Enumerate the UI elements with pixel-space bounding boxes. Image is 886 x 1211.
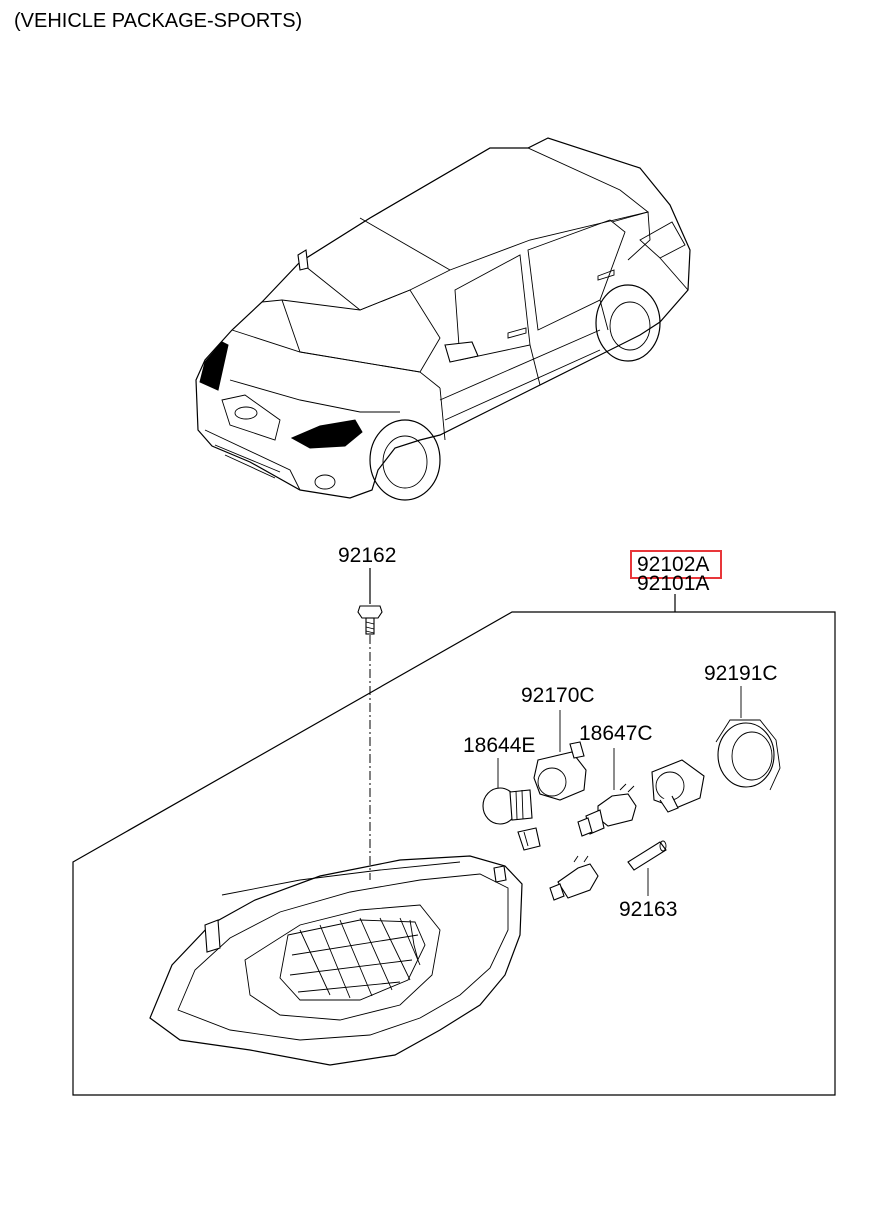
clip-icon xyxy=(517,827,541,851)
label-92102A[interactable]: 92102A xyxy=(637,553,709,576)
sedan-car-icon xyxy=(195,137,691,501)
cap-icon xyxy=(651,759,705,813)
label-92163[interactable]: 92163 xyxy=(619,898,677,921)
highlight-box xyxy=(630,550,722,579)
screw-icon xyxy=(357,605,383,635)
headlamp-assembly-icon xyxy=(149,855,523,1066)
assembly-frame xyxy=(72,594,836,1096)
ring-icon xyxy=(715,719,781,791)
bulb-icon xyxy=(482,787,533,825)
label-92101A[interactable]: 92101A xyxy=(637,572,709,595)
rod-icon xyxy=(627,841,667,871)
label-18644E[interactable]: 18644E xyxy=(463,734,535,757)
h4-bulb-icon xyxy=(577,783,637,837)
wedge-bulb-icon xyxy=(549,855,599,901)
label-92170C[interactable]: 92170C xyxy=(521,684,595,707)
label-92162[interactable]: 92162 xyxy=(338,544,396,567)
label-92191C[interactable]: 92191C xyxy=(704,662,778,685)
socket-icon xyxy=(533,741,587,801)
label-18647C[interactable]: 18647C xyxy=(579,722,653,745)
diagram-title: (VEHICLE PACKAGE-SPORTS) xyxy=(14,10,302,32)
